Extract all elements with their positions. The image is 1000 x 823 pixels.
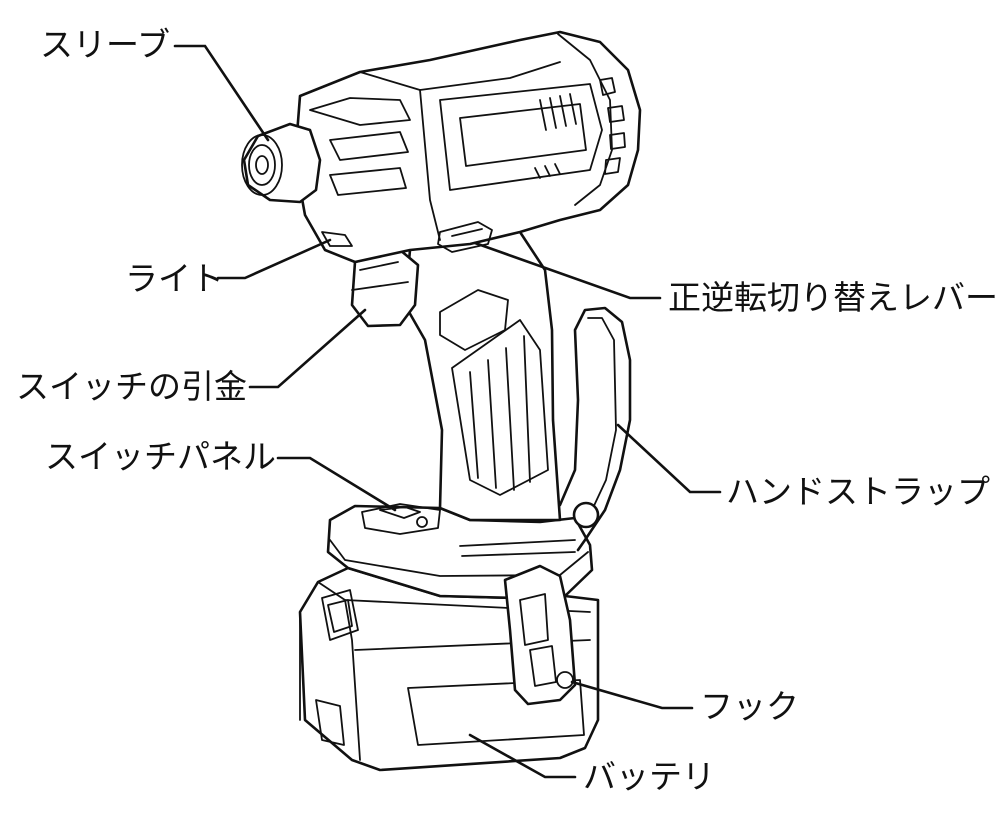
leader-hand-strap bbox=[616, 423, 722, 494]
main-housing bbox=[293, 30, 642, 264]
label-switch-panel: スイッチパネル bbox=[45, 437, 276, 476]
leader-hook bbox=[570, 680, 694, 710]
label-battery: バッテリ bbox=[583, 757, 715, 796]
leader-reverse-lever bbox=[473, 241, 662, 300]
leader-lines bbox=[173, 44, 722, 779]
label-hook: フック bbox=[700, 687, 799, 726]
belt-hook bbox=[503, 564, 577, 706]
leader-trigger bbox=[248, 308, 367, 389]
label-trigger: スイッチの引金 bbox=[16, 367, 247, 406]
handle-grip bbox=[403, 230, 562, 522]
label-reverse-lever: 正逆転切り替えレバー bbox=[668, 278, 998, 317]
label-light: ライト bbox=[125, 259, 224, 298]
hand-strap bbox=[558, 306, 632, 552]
label-sleeve: スリーブ bbox=[40, 25, 171, 64]
leader-battery bbox=[468, 733, 577, 779]
sleeve bbox=[241, 122, 322, 204]
leader-light bbox=[216, 238, 332, 280]
leader-sleeve bbox=[173, 44, 270, 142]
leader-switch-panel bbox=[276, 456, 397, 512]
label-hand-strap: ハンドストラップ bbox=[726, 472, 990, 511]
